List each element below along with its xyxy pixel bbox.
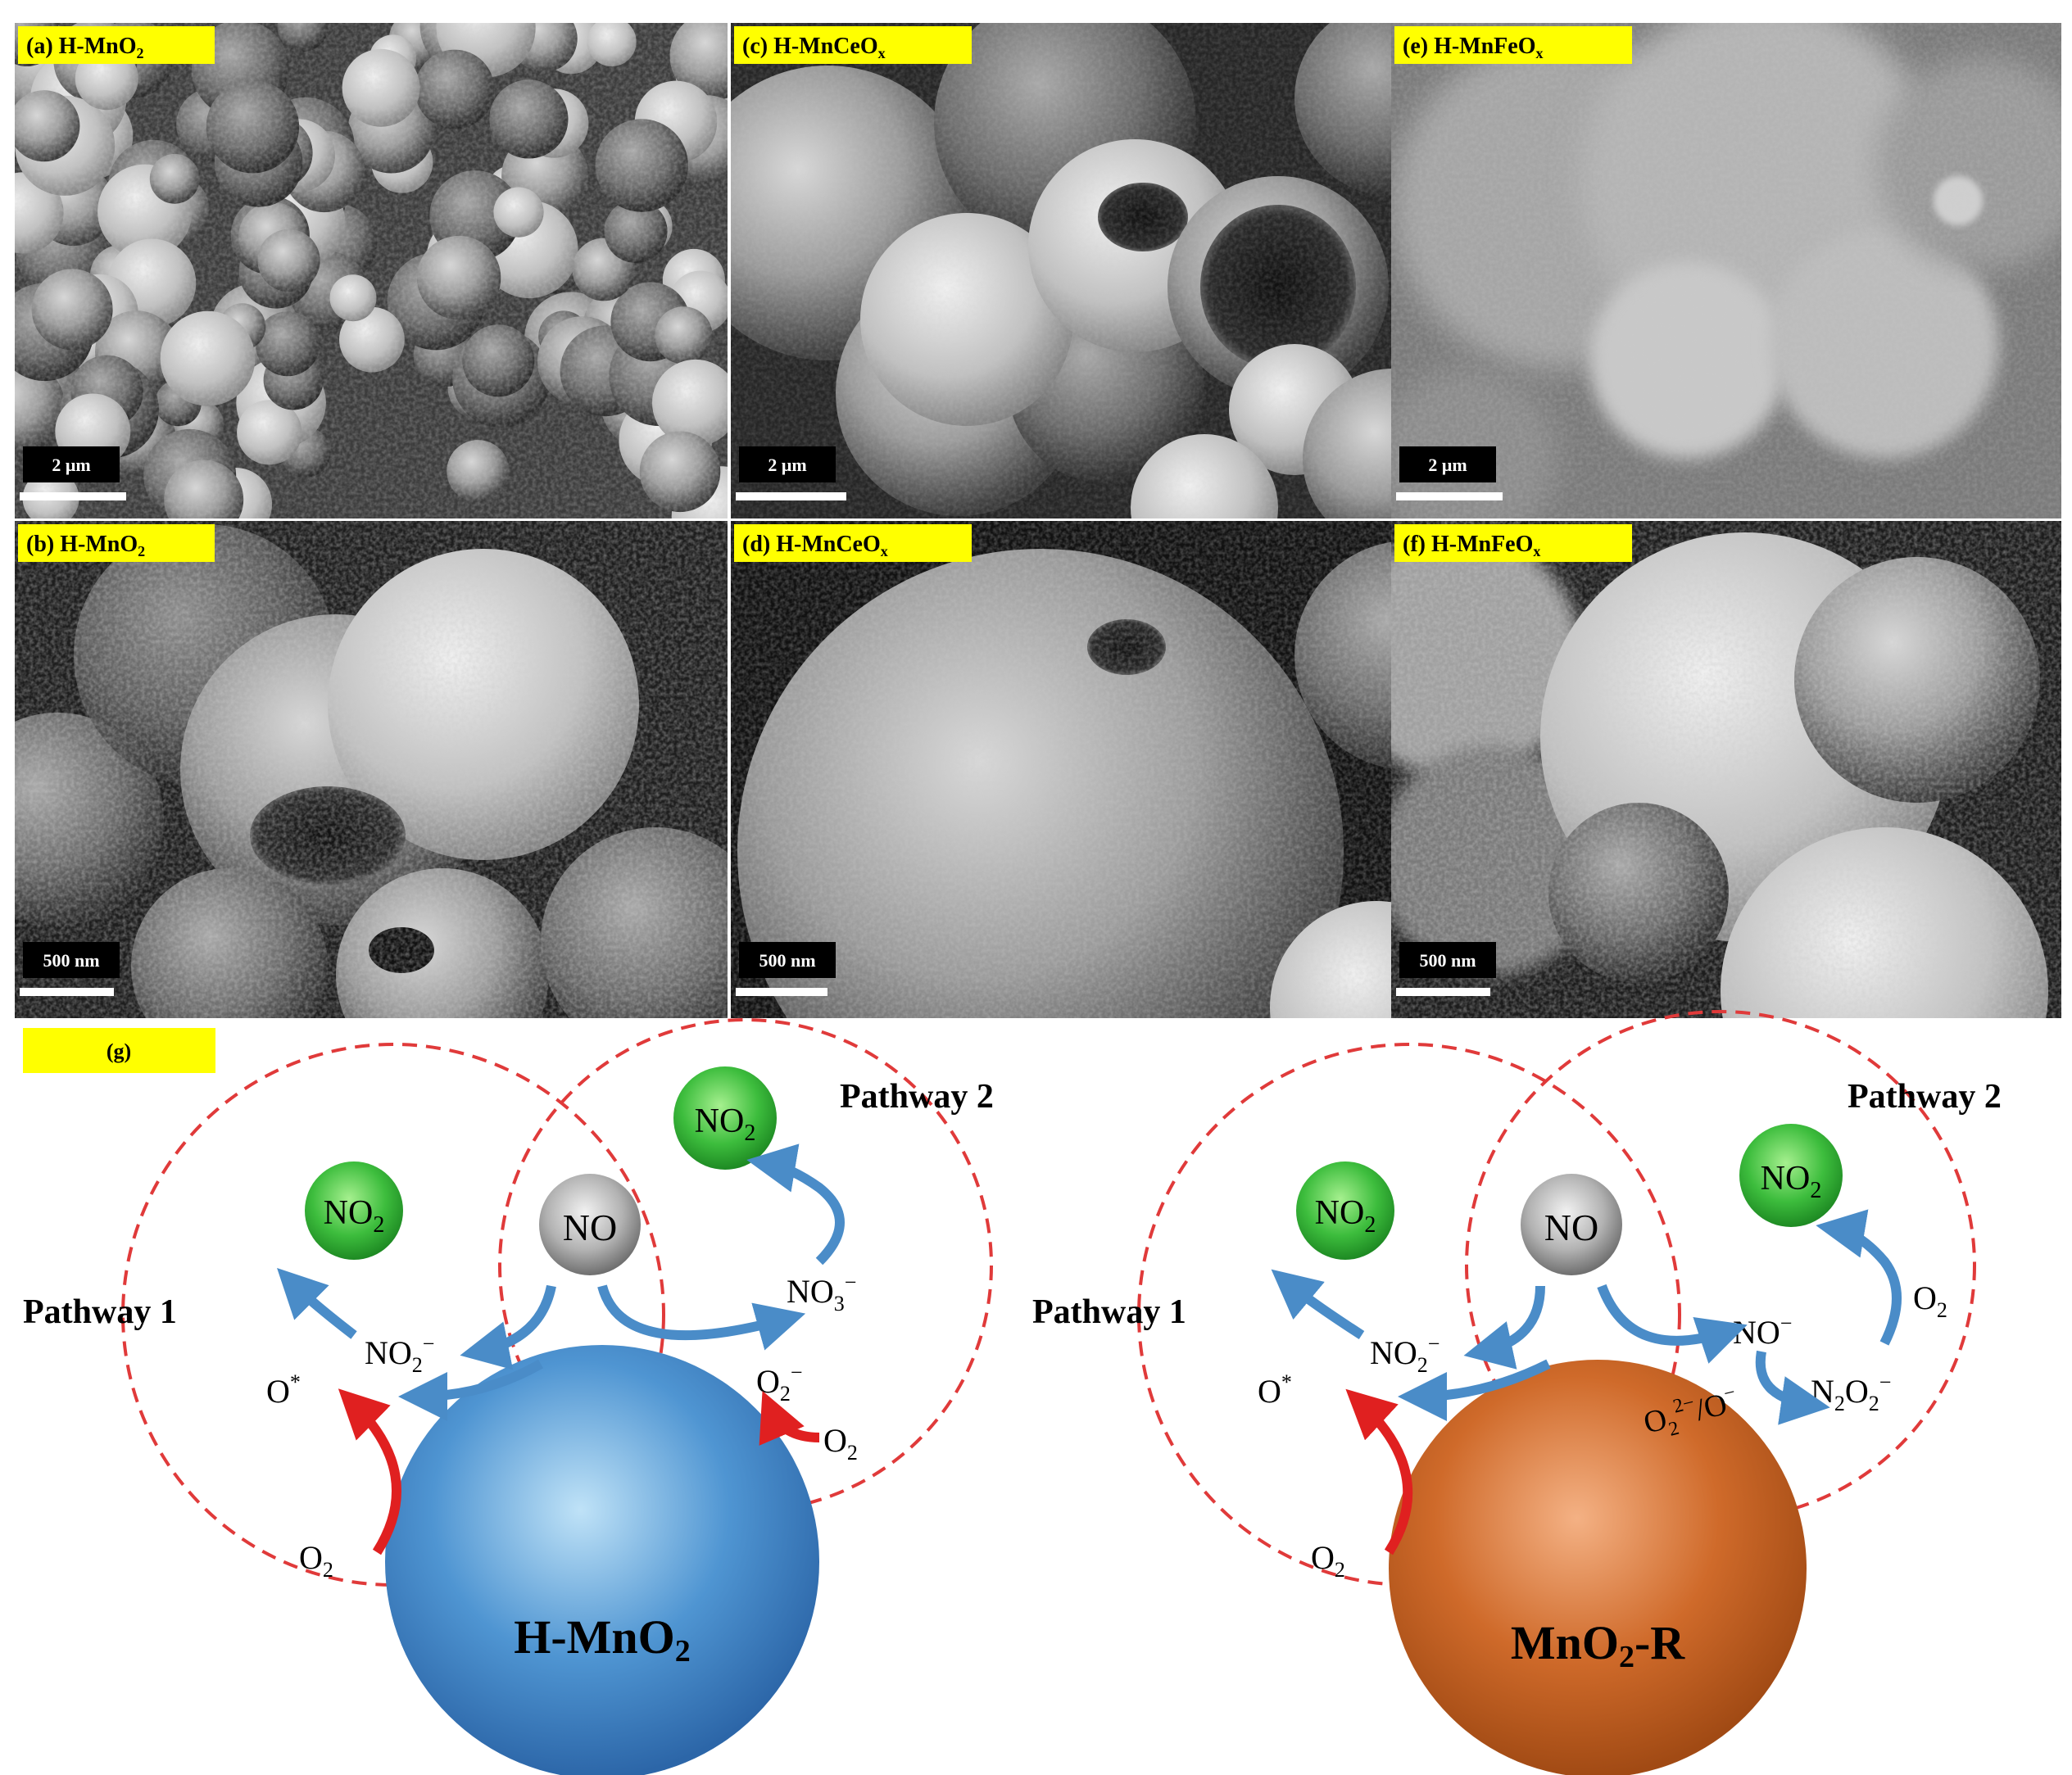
o-star-label-right: O*: [1258, 1370, 1292, 1410]
catalyst-label-right: MnO2-R: [1511, 1616, 1685, 1674]
catalyst-label: H-MnO2: [514, 1610, 691, 1669]
no-sphere: [539, 1174, 641, 1275]
no-label-right: NO: [1544, 1207, 1598, 1248]
panel-label-a: (a) H-MnO2: [26, 34, 144, 61]
panel-label-c: (c) H-MnCeOx: [742, 34, 886, 61]
scheme-label-box: [23, 1028, 215, 1073]
no2-sphere-right: [1296, 1161, 1394, 1260]
scale-bar-e: [1396, 492, 1503, 500]
scale-box-b: [23, 942, 120, 978]
scheme-g: (g) H-MnO2 NO NO2 NO2 Pathway 2 Pathway …: [23, 1010, 2002, 1775]
panel-label-b: (b) H-MnO2: [26, 532, 145, 559]
pathway-2-label: Pathway 2: [840, 1078, 994, 1116]
no2-label: NO2: [324, 1194, 385, 1238]
scheme-right: MnO2-R NO NO2 NO2 Pathway 2 Pathway 1 NO…: [1032, 1010, 2002, 1775]
no-sphere-right: [1521, 1174, 1622, 1275]
superoxide-label: O2−: [756, 1361, 803, 1406]
panel-label-box-a: [18, 26, 215, 64]
scale-bar-b: [20, 988, 114, 996]
no-label: NO: [563, 1207, 617, 1248]
scale-box-d: [739, 942, 836, 978]
arrow-o2-to-o-star: [338, 1388, 401, 1555]
panel-label-box-b: [18, 524, 215, 562]
pathway-1-circle-right: [1137, 1043, 1681, 1587]
scheme-label: (g): [107, 1039, 131, 1063]
scale-text-f: 500 nm: [1419, 950, 1476, 971]
scale-bar-c: [736, 492, 846, 500]
nitrite-label: NO2−: [365, 1332, 434, 1377]
scale-bar-f: [1396, 988, 1490, 996]
panel-f: [1391, 521, 2061, 1018]
pathway-1-label: Pathway 1: [23, 1293, 177, 1331]
arrow-to-nitrite: [398, 1359, 543, 1421]
no-minus-label: NO−: [1733, 1311, 1792, 1351]
panel-label-box-d: [734, 524, 972, 562]
arrow-no-to-nitrite: [460, 1284, 556, 1370]
panel-d: [731, 521, 1444, 1018]
no2-top-sphere-right: [1739, 1124, 1843, 1227]
panel-label-box-f: [1394, 524, 1632, 562]
scheme-left: H-MnO2 NO NO2 NO2 Pathway 2 Pathway 1 NO…: [23, 1018, 994, 1775]
arrow-hyponitrite-to-no2: [1816, 1209, 1902, 1346]
scale-bar-d: [736, 988, 827, 996]
arrow-no-minus-to-hyponitrite: [1755, 1350, 1830, 1425]
arrow-nitrite-to-no2-right: [1271, 1269, 1365, 1340]
o2-right-label: O2: [823, 1422, 858, 1465]
scale-bar-a: [20, 492, 126, 500]
no2-top-label-right: NO2: [1761, 1160, 1822, 1203]
o2-bottom-label-right: O2: [1311, 1539, 1345, 1582]
peroxide-label: O22−/O−: [1639, 1382, 1743, 1447]
panel-label-f: (f) H-MnFeOx: [1403, 532, 1540, 559]
arrow-nitrate-to-no2: [746, 1143, 845, 1266]
catalyst-sphere-mno2-r: [1389, 1360, 1807, 1775]
arrow-no-to-no-minus: [1597, 1284, 1748, 1364]
no2-label-right: NO2: [1315, 1194, 1376, 1238]
o2-bottom-label: O2: [299, 1539, 333, 1582]
scale-box-a: [23, 446, 120, 482]
arrow-to-nitrite-right: [1398, 1359, 1551, 1421]
no2-sphere: [305, 1161, 403, 1260]
pathway-2-label-right: Pathway 2: [1848, 1078, 2002, 1116]
hyponitrite-label: N2O2−: [1811, 1370, 1891, 1415]
o2-label-right: O2: [1913, 1279, 1947, 1322]
panel-label-d: (d) H-MnCeOx: [742, 532, 888, 559]
panel-b: [15, 521, 728, 1018]
scale-text-e: 2 μm: [1428, 455, 1467, 475]
panel-labels: (a) H-MnO2 2 μm (b) H-MnO2 500 nm (c) H-MnCe…: [18, 26, 1632, 996]
pathway-2-circle-right: [1465, 1010, 1976, 1521]
arrow-nitrite-to-no2: [277, 1268, 357, 1339]
scale-text-c: 2 μm: [768, 455, 806, 475]
scale-box-f: [1399, 942, 1496, 978]
scale-box-e: [1399, 446, 1496, 482]
pathway-1-label-right: Pathway 1: [1032, 1293, 1186, 1331]
arrow-no-to-nitrite-right: [1463, 1285, 1545, 1370]
panel-a: [15, 23, 728, 518]
o-star-label: O*: [266, 1370, 301, 1410]
arrow-o2-to-superoxide: [759, 1390, 820, 1446]
arrow-no-to-nitrate: [597, 1284, 806, 1351]
catalyst-sphere-h-mno2: [385, 1345, 819, 1775]
scale-text-b: 500 nm: [43, 950, 99, 971]
arrow-o2-to-o-star-right: [1345, 1388, 1413, 1555]
nitrate-label: NO3−: [787, 1270, 856, 1315]
no2-top-label: NO2: [695, 1103, 756, 1146]
scale-text-d: 500 nm: [759, 950, 815, 971]
pathway-1-circle: [121, 1043, 665, 1587]
panel-label-box-c: [734, 26, 972, 64]
panel-label-e: (e) H-MnFeOx: [1403, 34, 1544, 61]
panel-label-box-e: [1394, 26, 1632, 64]
scale-box-c: [739, 446, 836, 482]
nitrite-label-right: NO2−: [1370, 1332, 1440, 1377]
scale-text-a: 2 μm: [52, 455, 90, 475]
panel-e: [1391, 23, 2061, 518]
